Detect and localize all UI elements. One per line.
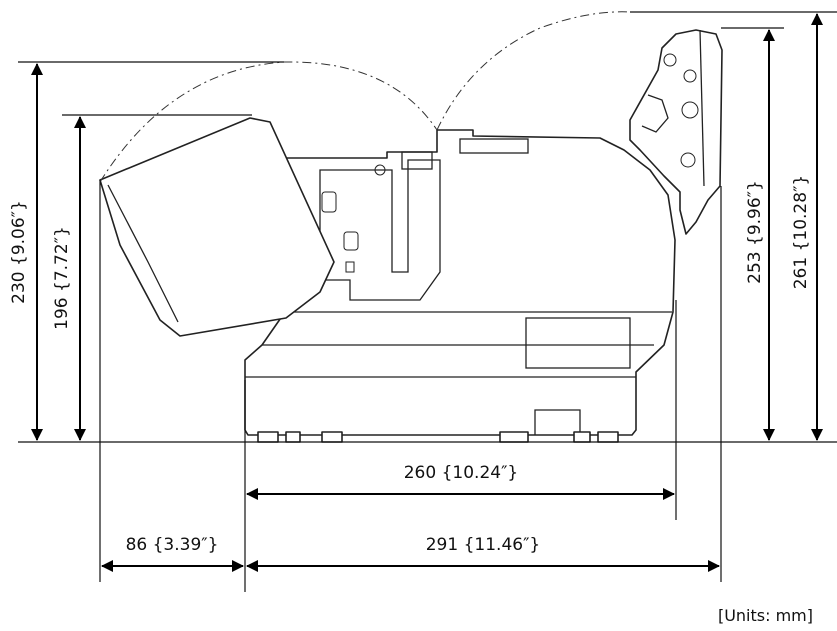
dimension-label-291: 291 {11.46″} — [426, 535, 541, 555]
dimension-label-86: 86 {3.39″} — [126, 535, 219, 555]
printer-side-view — [99, 11, 723, 443]
dimension-label-253: 253 {9.96″} — [745, 180, 765, 284]
dimension-label-261: 261 {10.28″} — [791, 175, 811, 290]
dimension-label-260: 260 {10.24″} — [404, 463, 519, 483]
units-label: [Units: mm] — [717, 606, 813, 625]
dimension-arrows — [31, 12, 823, 572]
extension-lines — [18, 11, 837, 592]
dimension-label-230: 230 {9.06″} — [9, 200, 29, 304]
dimension-label-196: 196 {7.72″} — [52, 226, 72, 330]
